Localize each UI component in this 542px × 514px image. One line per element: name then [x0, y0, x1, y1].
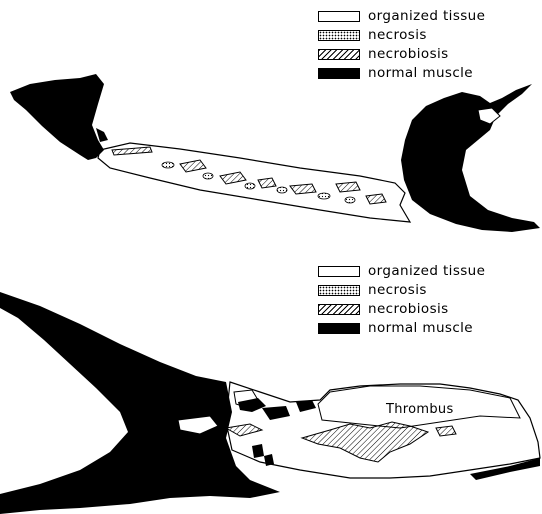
necrobiosis-swatch — [318, 304, 360, 315]
legend-label: necrosis — [368, 281, 427, 300]
legend-item-necrobiosis: necrobiosis — [318, 45, 485, 64]
legend-label: normal muscle — [368, 319, 473, 338]
legend-label: necrobiosis — [368, 45, 449, 64]
organized-tissue-region — [98, 143, 410, 222]
necrosis-swatch — [318, 30, 360, 41]
bottom-section-diagram: Thrombus organized tissue necrosis necro… — [0, 252, 542, 514]
thrombus-label: Thrombus — [386, 402, 454, 417]
legend-bottom: organized tissue necrosis necrobiosis no… — [318, 262, 485, 338]
legend-label: organized tissue — [368, 262, 485, 281]
normal-muscle-left — [10, 74, 104, 160]
legend-item-necrobiosis: necrobiosis — [318, 300, 485, 319]
organized-tissue-swatch — [318, 266, 360, 277]
normal-muscle-swatch — [318, 68, 360, 79]
top-section-diagram: organized tissue necrosis necrobiosis no… — [0, 0, 542, 245]
legend-label: necrosis — [368, 26, 427, 45]
legend-label: organized tissue — [368, 7, 485, 26]
necrosis-swatch — [318, 285, 360, 296]
legend-label: normal muscle — [368, 64, 473, 83]
legend-item-normal-muscle: normal muscle — [318, 64, 485, 83]
legend-item-organized-tissue: organized tissue — [318, 262, 485, 281]
necrobiosis-swatch — [318, 49, 360, 60]
normal-muscle-right — [401, 84, 540, 232]
legend-item-necrosis: necrosis — [318, 281, 485, 300]
normal-muscle-swatch — [318, 323, 360, 334]
legend-item-normal-muscle: normal muscle — [318, 319, 485, 338]
legend-item-organized-tissue: organized tissue — [318, 7, 485, 26]
legend-label: necrobiosis — [368, 300, 449, 319]
legend-top: organized tissue necrosis necrobiosis no… — [318, 7, 485, 83]
organized-tissue-swatch — [318, 11, 360, 22]
legend-item-necrosis: necrosis — [318, 26, 485, 45]
